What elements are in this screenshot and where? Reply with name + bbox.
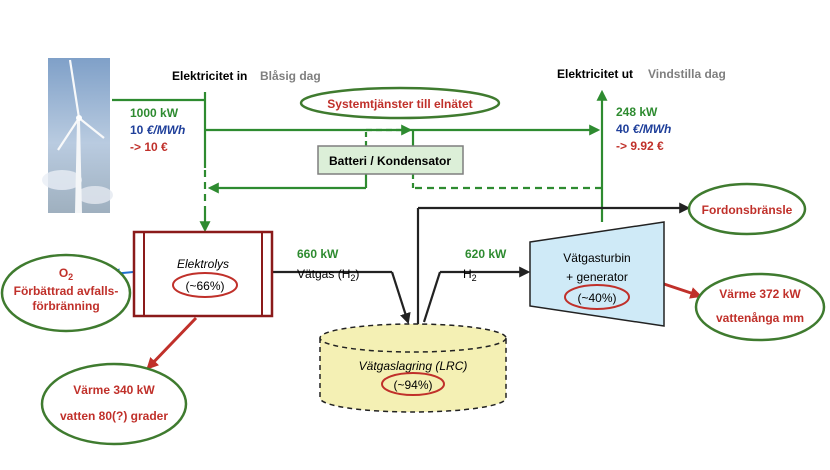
hydrogen-out-power: 620 kW xyxy=(465,247,507,261)
heat-arrow-electrolysis xyxy=(146,316,198,370)
hydrogen-in-power: 660 kW xyxy=(297,247,339,261)
input-heading: Elektricitet in xyxy=(172,69,247,83)
svg-text:+ generator: + generator xyxy=(566,270,628,284)
svg-text:Värme 340 kW: Värme 340 kW xyxy=(73,383,155,397)
input-price: 10 €/MWh xyxy=(130,123,185,137)
heat-arrow-turbine xyxy=(663,282,703,299)
output-heading: Elektricitet ut xyxy=(557,67,633,81)
output-condition: Vindstilla dag xyxy=(648,67,726,81)
svg-text:Systemtjänster till elnätet: Systemtjänster till elnätet xyxy=(327,97,472,111)
vehicle-fuel-bubble: Fordonsbränsle xyxy=(687,182,807,236)
svg-text:Batteri / Kondensator: Batteri / Kondensator xyxy=(329,154,451,168)
svg-text:(~40%): (~40%) xyxy=(577,291,616,305)
svg-text:(~66%): (~66%) xyxy=(185,279,224,293)
input-condition: Blåsig dag xyxy=(260,69,321,83)
hydrogen-flow-lines xyxy=(272,202,691,325)
svg-text:O2: O2 xyxy=(59,266,73,282)
svg-text:(~94%): (~94%) xyxy=(393,378,432,392)
svg-text:förbränning: förbränning xyxy=(32,299,99,313)
svg-text:Elektrolys: Elektrolys xyxy=(177,257,229,271)
hydrogen-out-label: H2 xyxy=(463,267,477,283)
output-power: 248 kW xyxy=(616,105,658,119)
svg-text:Vätgaslagring (LRC): Vätgaslagring (LRC) xyxy=(359,359,468,373)
svg-text:vatten 80(?) grader: vatten 80(?) grader xyxy=(60,409,168,423)
svg-text:Värme 372 kW: Värme 372 kW xyxy=(719,287,801,301)
heat-electrolysis-bubble: Värme 340 kW vatten 80(?) grader xyxy=(40,362,188,446)
input-power: 1000 kW xyxy=(130,106,179,120)
input-cost: -> 10 € xyxy=(130,140,168,154)
oxygen-bubble: O2 Förbättrad avfalls- förbränning xyxy=(0,253,132,333)
hydrogen-in-label: Vätgas (H2) xyxy=(297,267,359,283)
svg-text:Vätgasturbin: Vätgasturbin xyxy=(563,251,630,265)
grid-services-bubble: Systemtjänster till elnätet xyxy=(299,86,501,120)
svg-text:vattenånga mm: vattenånga mm xyxy=(716,311,804,325)
svg-text:Fordonsbränsle: Fordonsbränsle xyxy=(702,203,793,217)
hydrogen-storage-tank: Vätgaslagring (LRC) (~94%) xyxy=(319,323,507,413)
electric-flow-lines xyxy=(112,89,608,233)
hydrogen-turbine: Vätgasturbin + generator (~40%) xyxy=(529,221,665,327)
electrolysis-unit: Elektrolys (~66%) xyxy=(132,230,274,318)
battery-box: Batteri / Kondensator xyxy=(317,145,464,175)
wind-turbine-photo xyxy=(42,58,113,213)
heat-turbine-bubble: Värme 372 kW vattenånga mm xyxy=(694,272,826,342)
svg-text:Förbättrad avfalls-: Förbättrad avfalls- xyxy=(14,284,119,298)
output-price: 40 €/MWh xyxy=(616,122,671,136)
output-revenue: -> 9.92 € xyxy=(616,139,664,153)
